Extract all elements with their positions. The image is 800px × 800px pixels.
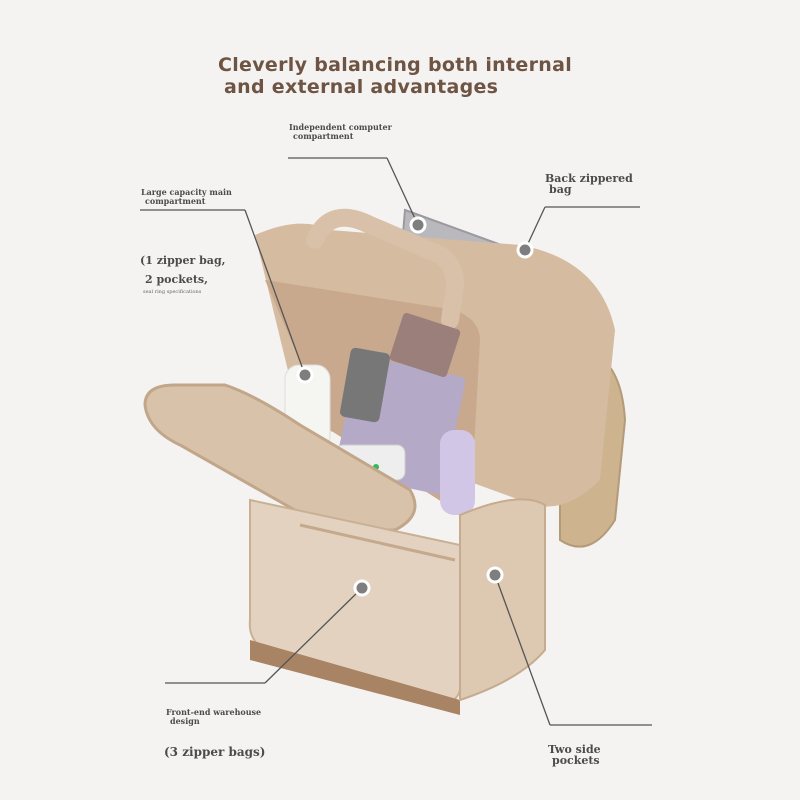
callout-computer-line2: compartment bbox=[293, 131, 354, 141]
marker-side bbox=[486, 566, 504, 584]
phone bbox=[340, 347, 390, 423]
callout-main-line2: compartment bbox=[145, 196, 206, 206]
callout-front-line1: Front-end warehouse bbox=[166, 707, 262, 717]
callout-main-detail-line3: seal ring specifications bbox=[143, 289, 202, 295]
marker-back bbox=[516, 241, 534, 259]
lavender-bottle bbox=[440, 430, 475, 515]
callout-main-detail-line1: (1 zipper bag, bbox=[140, 254, 226, 267]
callout-side-line2: pockets bbox=[552, 754, 600, 767]
callout-main-detail-line2: 2 pockets, bbox=[145, 273, 208, 286]
front-flap-open bbox=[143, 383, 417, 532]
headline-line-2: and external advantages bbox=[224, 76, 499, 98]
marker-main bbox=[296, 366, 314, 384]
callout-markers bbox=[296, 216, 534, 597]
callout-computer: Independent computer compartment bbox=[289, 123, 392, 141]
top-handle bbox=[306, 208, 465, 329]
headline: Cleverly balancing both internal and ext… bbox=[200, 54, 620, 98]
callout-back: Back zippered bag bbox=[545, 173, 633, 195]
marker-front bbox=[353, 579, 371, 597]
callout-side: Two side pockets bbox=[548, 744, 601, 766]
callout-computer-line1: Independent computer bbox=[289, 122, 392, 132]
marker-computer bbox=[409, 216, 427, 234]
bottom-base bbox=[250, 640, 460, 715]
side-pocket bbox=[459, 498, 546, 702]
headline-line-1: Cleverly balancing both internal bbox=[218, 54, 573, 76]
callout-front: Front-end warehouse design bbox=[166, 708, 261, 726]
callout-main: Large capacity main compartment bbox=[141, 188, 232, 206]
callout-front-line2: design bbox=[170, 716, 200, 726]
callout-main-line1: Large capacity main bbox=[141, 187, 232, 197]
leader-lines bbox=[140, 157, 652, 726]
callout-front-detail: (3 zipper bags) bbox=[164, 745, 266, 759]
callout-main-detail: (1 zipper bag, 2 pockets, seal ring spec… bbox=[140, 255, 225, 295]
callout-side-line1: Two side bbox=[548, 743, 601, 756]
patterned-pouch bbox=[389, 312, 461, 378]
front-zipper-trim bbox=[299, 523, 456, 562]
callout-back-line1: Back zippered bbox=[545, 172, 633, 185]
callout-back-line2: bag bbox=[549, 183, 572, 196]
